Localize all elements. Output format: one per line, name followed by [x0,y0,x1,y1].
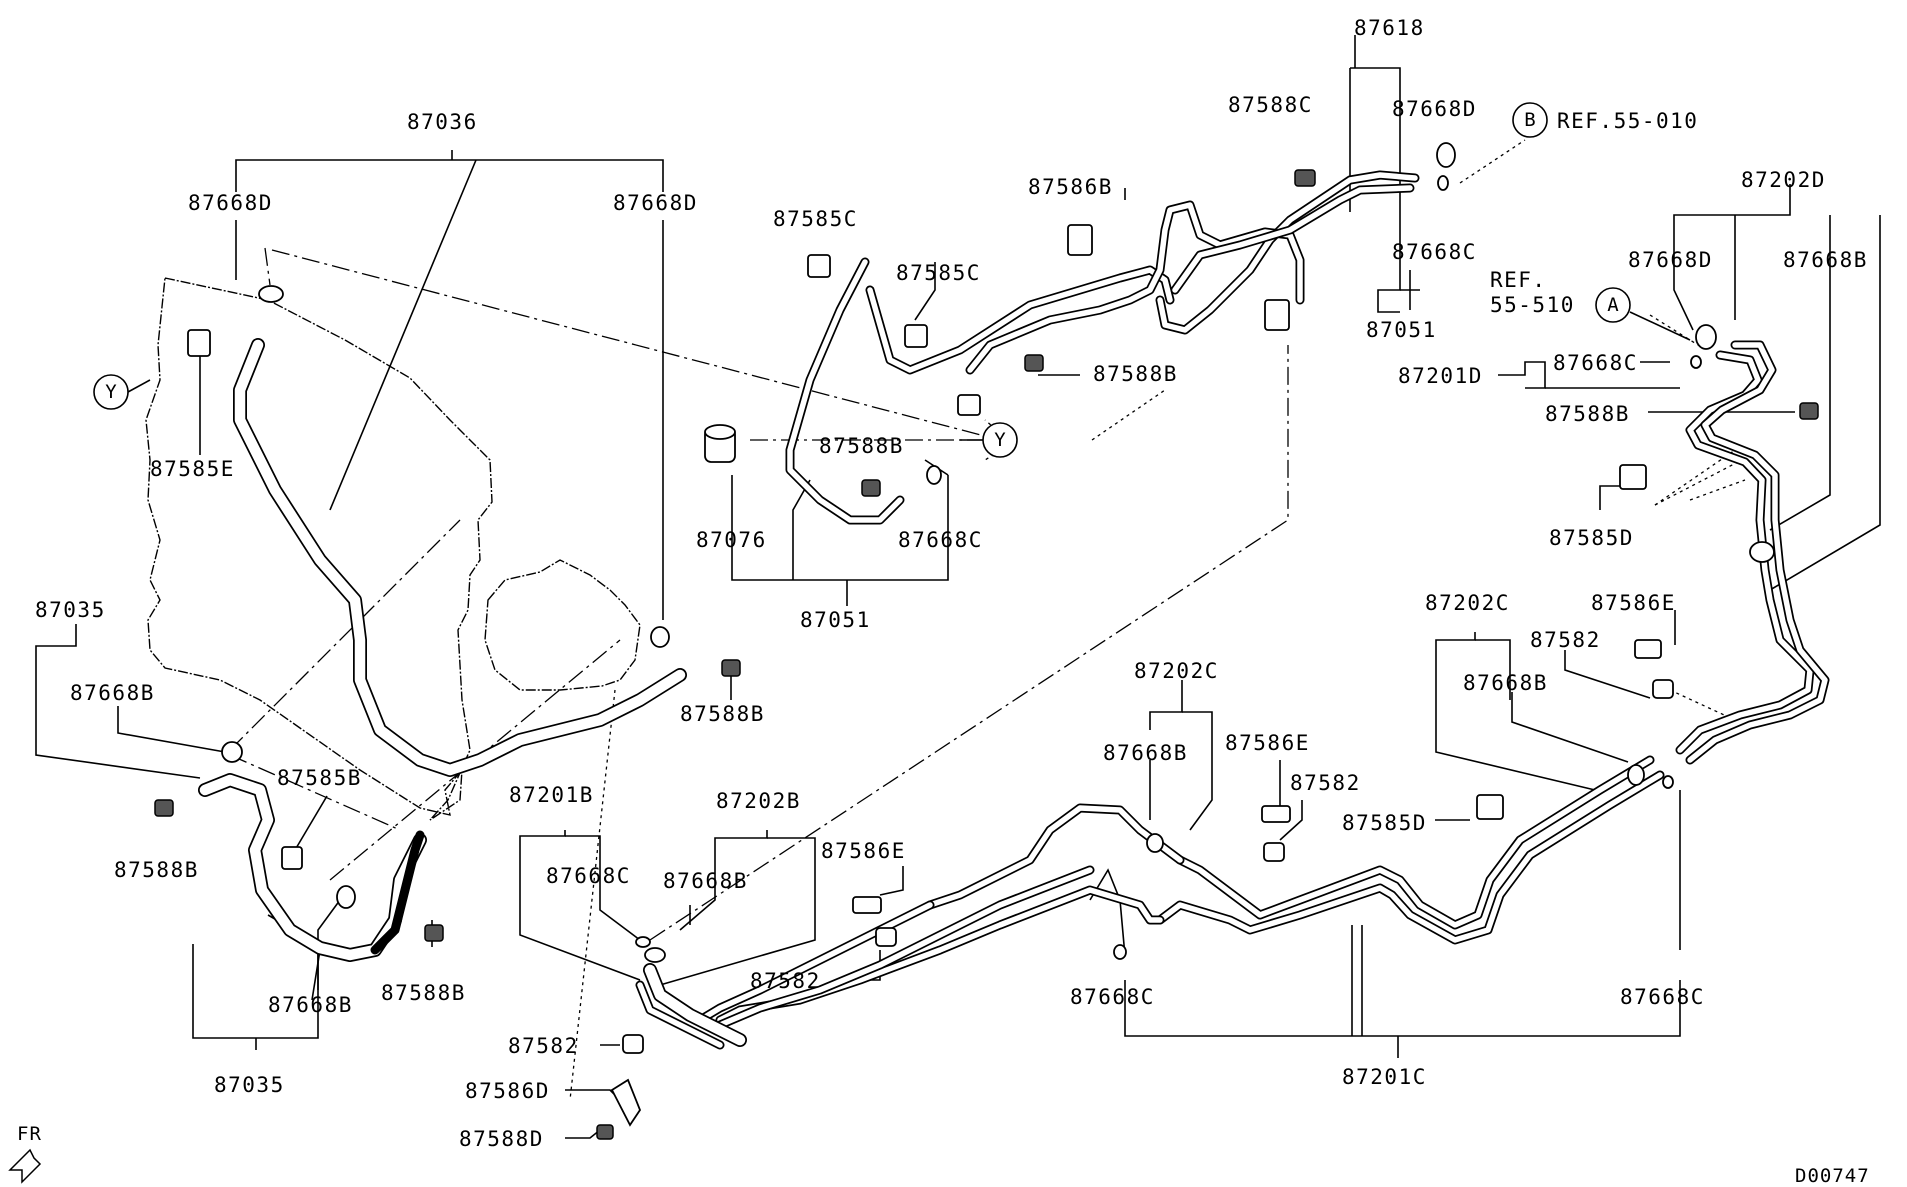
label-87586E: 87586E [1591,591,1676,615]
label-87668C: 87668C [1070,985,1155,1009]
marker-y-left: Y [93,374,129,410]
o-ring [1627,764,1645,786]
marker-b: B [1512,102,1548,138]
label-87588C: 87588C [1228,93,1313,117]
label-87582: 87582 [1530,628,1601,652]
pipes [198,170,1830,1050]
diagram-code: D00747 [1795,1165,1870,1187]
label-87051: 87051 [1366,318,1437,342]
label-87588B: 87588B [114,858,199,882]
label-87582: 87582 [1290,771,1361,795]
leader-lines [35,35,1881,1139]
label-87668C: 87668C [1392,240,1477,264]
label-87668C: 87668C [1620,985,1705,1009]
front-arrow: FR [8,1123,42,1184]
bolt [154,169,1819,1140]
label-ref-55-010: REF.55-010 [1557,109,1698,133]
label-87051: 87051 [800,608,871,632]
label-87035: 87035 [35,598,106,622]
label-87202C: 87202C [1425,591,1510,615]
label-87585E: 87585E [150,457,235,481]
label-87668B: 87668B [268,993,353,1017]
label-87588B: 87588B [1093,362,1178,386]
label-87201B: 87201B [509,783,594,807]
label-87201C: 87201C [1342,1065,1427,1089]
svg-text:B: B [1524,109,1535,131]
label-87585C: 87585C [896,261,981,285]
label-87586E: 87586E [1225,731,1310,755]
svg-text:Y: Y [994,429,1006,451]
part-labels: 87036 87668D 87668D 87585E 87035 87668B … [35,16,1868,1151]
label-87586B: 87586B [1028,175,1113,199]
label-87618: 87618 [1354,16,1425,40]
label-87202C: 87202C [1134,659,1219,683]
label-87668B: 87668B [70,681,155,705]
marker-y-mid: Y [982,422,1018,458]
label-87585D: 87585D [1342,811,1427,835]
o-ring [650,626,670,648]
label-87668C: 87668C [1553,351,1638,375]
label-87668D: 87668D [1628,248,1713,272]
o-ring [644,947,666,963]
label-87585D: 87585D [1549,526,1634,550]
label-87582: 87582 [508,1034,579,1058]
label-87585C: 87585C [773,207,858,231]
o-ring [926,465,942,485]
o-ring [1113,944,1127,960]
label-87668D: 87668D [1392,97,1477,121]
label-87588B: 87588B [819,434,904,458]
label-87668B: 87668B [1783,248,1868,272]
label-87668D: 87668D [188,191,273,215]
engine-outline [145,277,641,821]
o-ring [1436,142,1456,168]
label-87588B: 87588B [1545,402,1630,426]
label-87588D: 87588D [459,1127,544,1151]
o-ring [1695,324,1717,350]
label-87202D: 87202D [1741,168,1826,192]
label-87668D: 87668D [613,191,698,215]
label-87585B: 87585B [277,766,362,790]
o-ring [1662,775,1674,789]
label-87582: 87582 [750,969,821,993]
label-87201D: 87201D [1398,364,1483,388]
label-87668B: 87668B [1463,671,1548,695]
label-87586E: 87586E [821,839,906,863]
o-ring [1690,355,1702,369]
o-ring [221,741,243,763]
label-87588B: 87588B [381,981,466,1005]
pressure-switch [704,424,736,463]
label-87668B: 87668B [1103,741,1188,765]
clamp [187,224,1662,1127]
svg-text:Y: Y [105,381,117,403]
label-87036: 87036 [407,110,478,134]
label-87586D: 87586D [465,1079,550,1103]
label-87202B: 87202B [716,789,801,813]
marker-a: A [1595,287,1631,323]
label-87668C: 87668C [546,864,631,888]
label-87668B: 87668B [663,869,748,893]
o-ring [1146,833,1164,853]
o-ring [1437,175,1449,191]
o-ring [336,885,356,909]
label-ref: REF. [1490,268,1547,292]
parts [154,142,1819,1140]
label-87668C: 87668C [898,528,983,552]
svg-text:A: A [1607,294,1619,316]
o-ring [1749,541,1775,563]
svg-text:FR: FR [17,1123,42,1145]
label-87076: 87076 [696,528,767,552]
label-87035: 87035 [214,1073,285,1097]
label-87588B: 87588B [680,702,765,726]
nut [622,679,1674,1054]
label-55-510: 55-510 [1490,293,1575,317]
o-ring [635,936,651,948]
o-ring [258,285,284,303]
